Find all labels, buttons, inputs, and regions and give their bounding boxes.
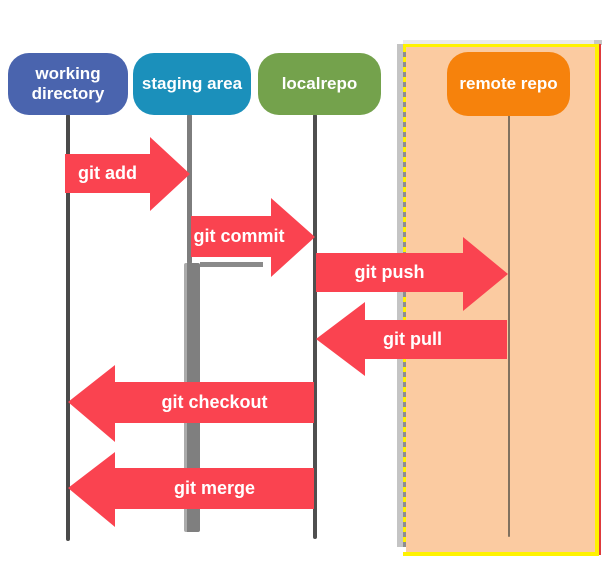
remote-panel-border-top bbox=[403, 44, 599, 47]
lifeline-working-directory bbox=[66, 114, 70, 541]
box-local-repo: localrepo bbox=[258, 53, 381, 115]
remote-panel-border-right bbox=[595, 44, 599, 553]
lifeline-staging-area bbox=[187, 114, 192, 264]
arrow-git-checkout-label: git checkout bbox=[161, 392, 268, 412]
box-working-directory: working directory bbox=[8, 53, 128, 115]
box-staging-area-label: staging area bbox=[141, 73, 243, 93]
remote-panel-top-cap bbox=[594, 40, 602, 45]
arrow-git-pull-label: git pull bbox=[383, 329, 442, 349]
commit-arrow-shadow bbox=[200, 262, 263, 267]
arrow-git-push: git push bbox=[316, 237, 508, 311]
lifeline-local-repo bbox=[313, 114, 317, 539]
box-remote-repo: remote repo bbox=[447, 52, 570, 116]
arrow-git-checkout: git checkout bbox=[68, 365, 314, 442]
remote-panel-top-strip bbox=[403, 40, 594, 44]
lifeline-remote-repo bbox=[508, 114, 510, 537]
remote-panel bbox=[406, 47, 595, 552]
box-local-repo-label: localrepo bbox=[281, 73, 358, 93]
remote-panel-shadow-left bbox=[397, 44, 403, 547]
arrow-git-add-label: git add bbox=[78, 163, 137, 183]
arrow-git-pull: git pull bbox=[316, 302, 507, 376]
box-staging-area: staging area bbox=[133, 53, 251, 115]
remote-panel-border-bottom bbox=[403, 552, 599, 556]
remote-panel-border-left-dashed bbox=[403, 47, 406, 547]
arrow-git-add: git add bbox=[65, 137, 190, 211]
arrow-git-push-label: git push bbox=[354, 262, 425, 282]
box-working-directory-label: working directory bbox=[31, 63, 105, 103]
arrow-git-merge: git merge bbox=[68, 452, 314, 527]
box-remote-repo-label: remote repo bbox=[459, 73, 558, 93]
remote-panel-red-edge bbox=[599, 44, 601, 555]
arrow-git-merge-label: git merge bbox=[173, 478, 256, 498]
arrow-git-commit-label: git commit bbox=[193, 226, 285, 246]
arrow-git-commit: git commit bbox=[191, 198, 315, 277]
